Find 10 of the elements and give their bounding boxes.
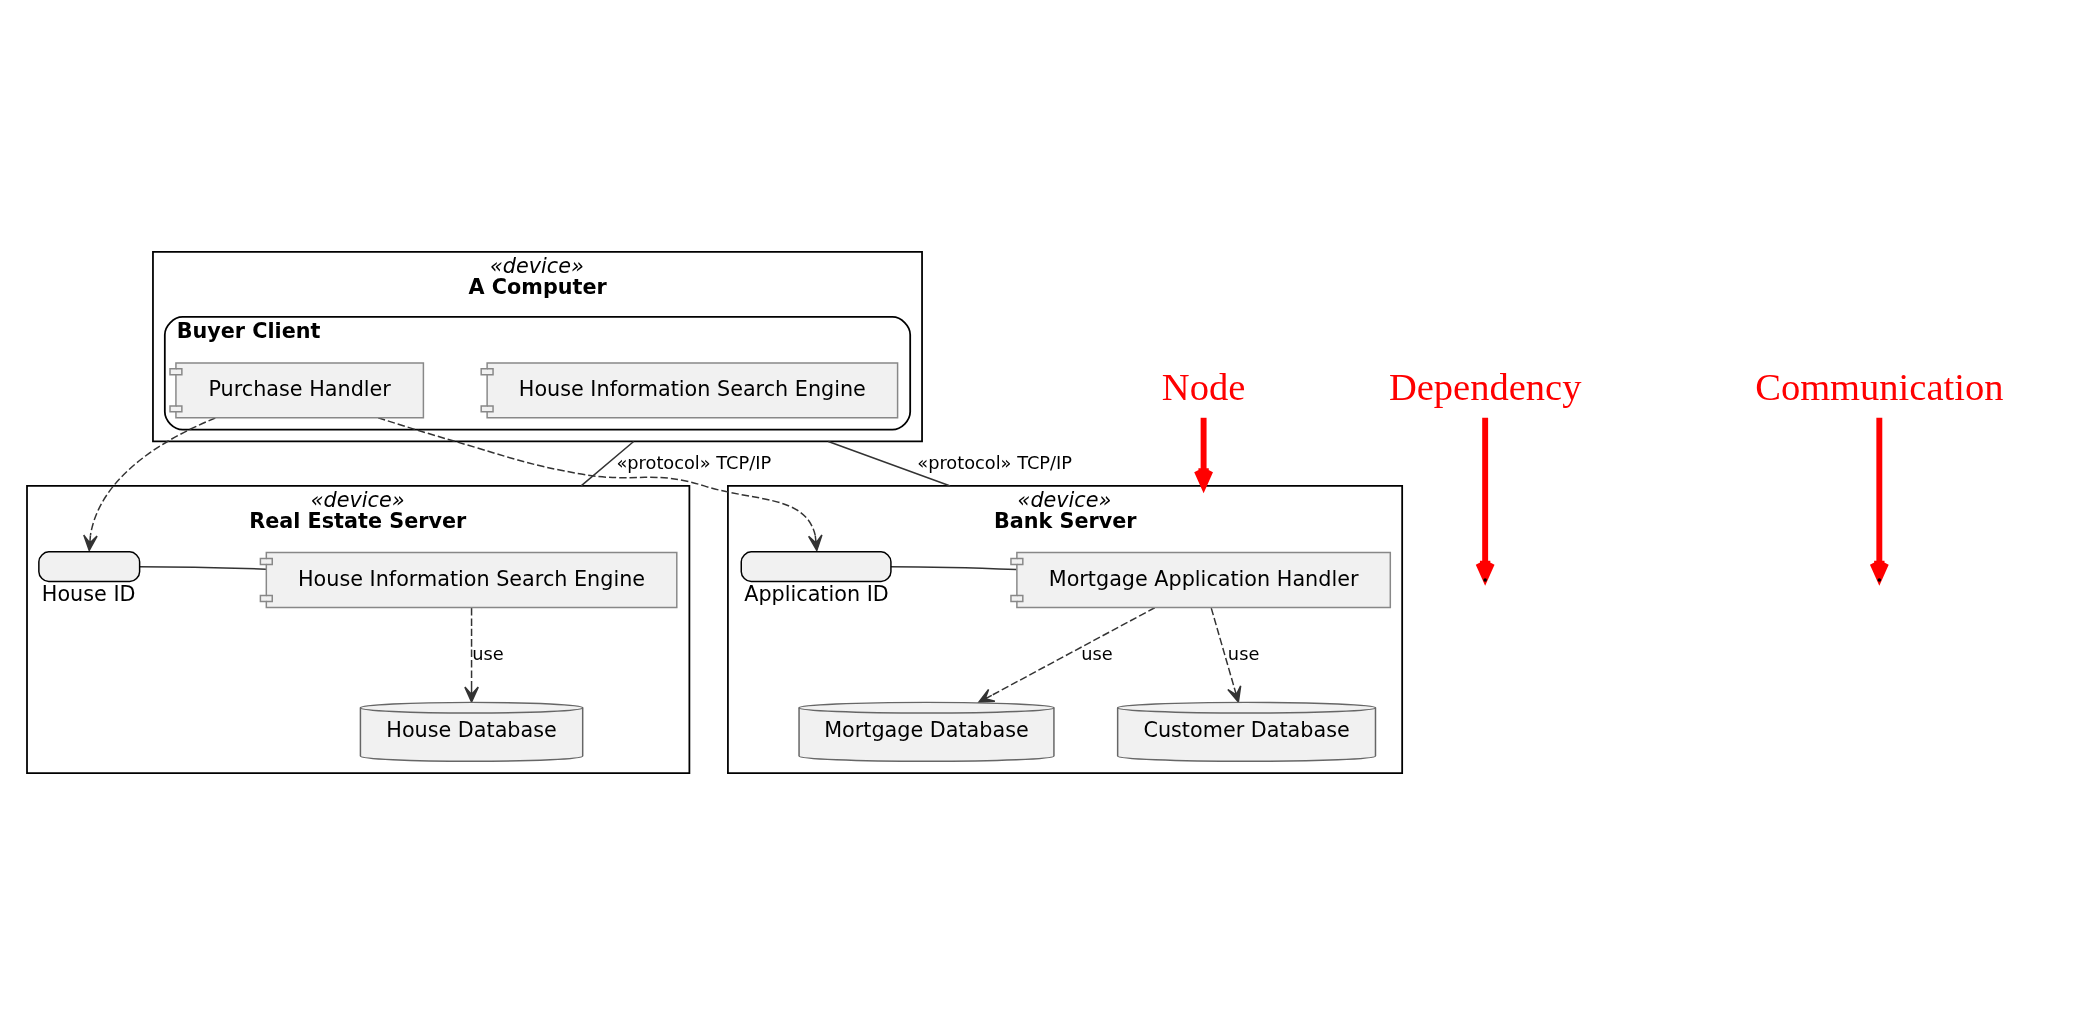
edge-label: use	[1081, 643, 1113, 665]
edge-label: «protocol» TCP/IP	[917, 452, 1073, 474]
edge-label: use	[1227, 643, 1260, 665]
edge-label: use	[472, 643, 504, 665]
node-text: Communication	[1755, 365, 2004, 408]
node-text: Node	[1161, 365, 1246, 408]
edge-label: «protocol» TCP/IP	[616, 452, 772, 474]
node-text: Dependency	[1388, 365, 1582, 408]
node-label: House ID	[41, 582, 136, 607]
node-label: Application ID	[744, 582, 889, 607]
